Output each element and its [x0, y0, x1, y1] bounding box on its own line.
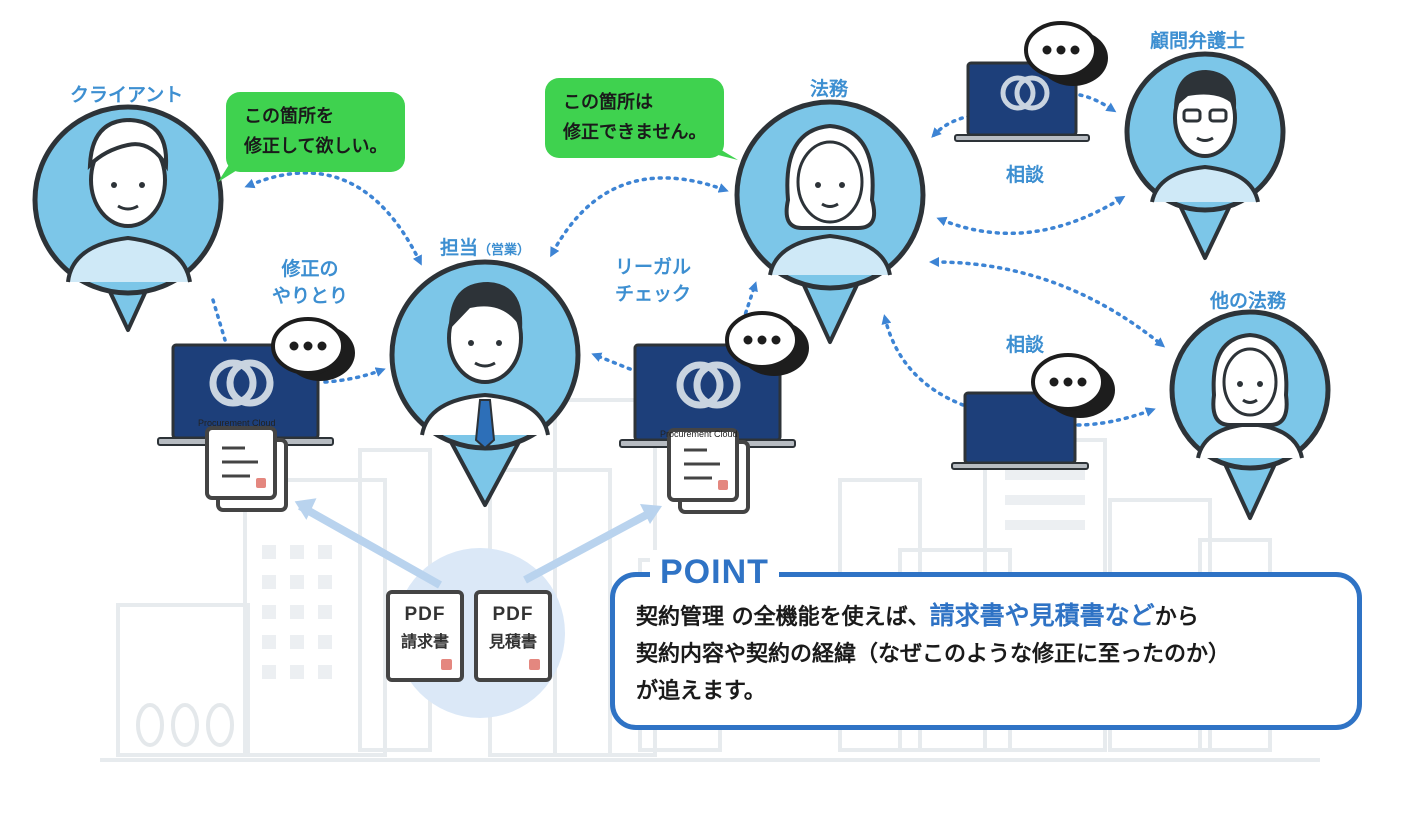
stamp-icon [441, 659, 452, 670]
label-consult-advisor: 相談 [1006, 164, 1045, 186]
label-other-legal: 他の法務 [1210, 290, 1287, 312]
document-stack-icon [205, 426, 288, 512]
label-advisor: 顧問弁護士 [1150, 30, 1246, 52]
label-client: クライアント [70, 84, 184, 106]
point-title: POINT [650, 550, 779, 594]
chat-bubble-icon [1024, 21, 1108, 86]
city-trees [136, 703, 234, 747]
label-legal: 法務 [810, 78, 849, 100]
label-sales-name: 担当 [440, 237, 479, 259]
label-sales-sub: （営業） [478, 243, 531, 258]
laptop-other [951, 391, 1089, 470]
label-revision-exchange: 修正の やりとり [272, 258, 349, 307]
chat-bubble-icon [725, 311, 809, 376]
avatar-legal [734, 99, 926, 344]
city-windows [262, 470, 1085, 679]
chat-bubble-icon [271, 317, 355, 381]
laptop-left-caption: Procurement Cloud [198, 418, 276, 428]
avatar-sales [389, 259, 581, 507]
arrow-pdf-to-middle-docs [523, 509, 652, 584]
laptop-middle-caption: Procurement Cloud [660, 429, 738, 439]
point-line-2: 契約内容や契約の経緯（なぜこのような修正に至ったのか） [636, 642, 1231, 667]
label-consult-other: 相談 [1006, 334, 1045, 356]
speech-bubble-sales: この箇所は 修正できません。 [545, 78, 725, 158]
label-legal-check: リーガル チェック [615, 256, 692, 305]
point-line-1: 契約管理 の全機能を使えば、請求書や見積書などから [636, 601, 1199, 630]
point-box [610, 572, 1362, 730]
document-stack-icon [667, 428, 750, 514]
pdf-invoice-icon: PDF 請求書 [386, 590, 464, 682]
arrow-pdf-to-left-docs [298, 502, 442, 589]
stamp-icon [529, 659, 540, 670]
label-sales: 担当（営業） [440, 233, 530, 260]
point-text: 契約管理 の全機能を使えば、請求書や見積書などから 契約内容や契約の経緯（なぜこ… [636, 597, 1351, 710]
laptop-middle [619, 343, 796, 448]
speech-bubble-client: この箇所を 修正して欲しい。 [226, 92, 406, 172]
pdf-estimate-icon: PDF 見積書 [474, 590, 552, 682]
point-line-3: が追えます。 [636, 679, 766, 704]
flow-arrows [211, 93, 1166, 427]
chat-bubble-icon [1031, 353, 1115, 418]
avatar-other-legal [1169, 309, 1331, 520]
laptop-advisor [954, 61, 1090, 142]
avatar-advisor [1124, 51, 1286, 260]
avatar-client [32, 104, 224, 332]
